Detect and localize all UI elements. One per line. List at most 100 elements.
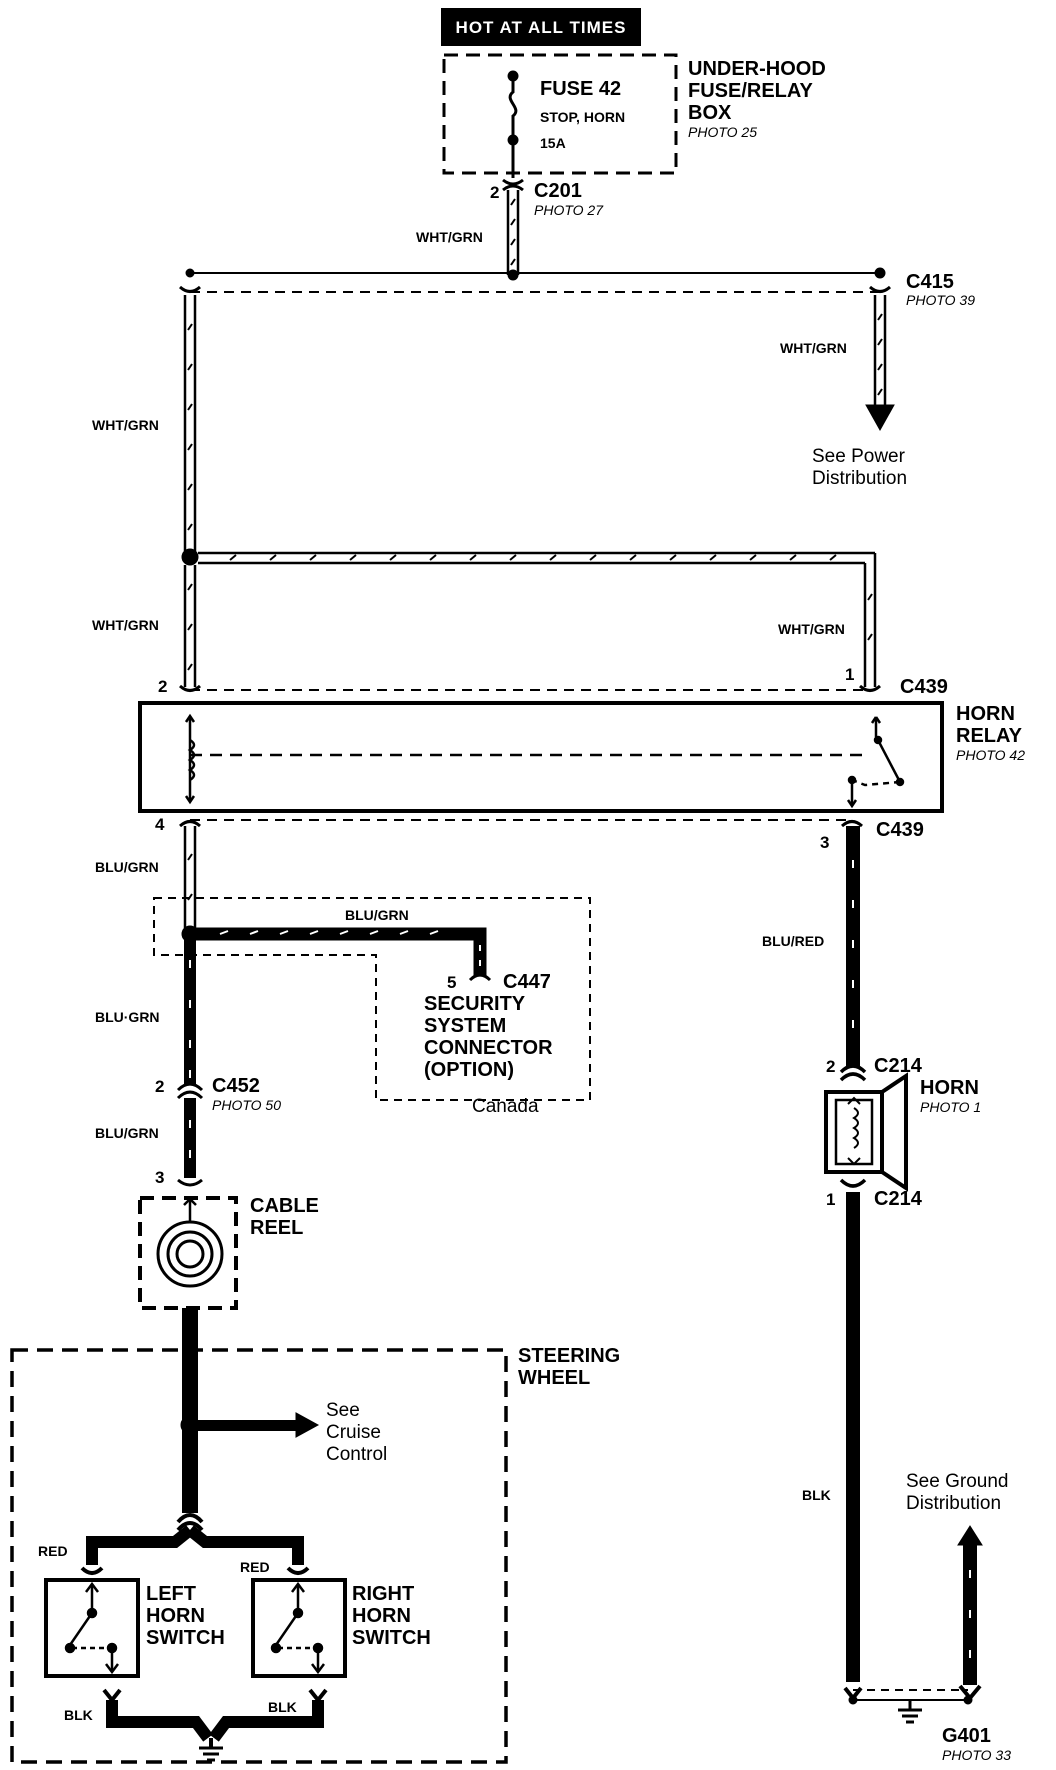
c214-bottom-label: C214 [874, 1188, 923, 1210]
wire-label-red-right: RED [240, 1559, 270, 1575]
fuse-name: FUSE 42 [540, 78, 621, 100]
c439-bottom-label: C439 [876, 819, 924, 841]
horn-title: HORN [920, 1077, 979, 1099]
bus-wht-grn-top [185, 267, 886, 281]
wire-label-wht-grn-1: WHT/GRN [416, 229, 483, 245]
fuse-box-title-3: BOX [688, 102, 732, 124]
c447-pin: 5 [447, 973, 456, 992]
wire-ground-distribution [957, 1525, 983, 1702]
wire-label-blu-grn-1: BLU/GRN [95, 859, 159, 875]
fuse-symbol [507, 70, 519, 178]
horn-relay-title-1: HORN [956, 703, 1015, 725]
fuse-circuit: STOP, HORN [540, 109, 625, 125]
c439-bottom-symbols [178, 820, 864, 828]
wire-label-blu-grn-4: BLU/GRN [95, 1125, 159, 1141]
wire-label-wht-grn-4: WHT/GRN [92, 617, 159, 633]
horn-relay-photo: PHOTO 42 [956, 747, 1025, 763]
c452-photo: PHOTO 50 [212, 1097, 281, 1113]
wire-blu-red [839, 826, 867, 1082]
fuse-box-outline [442, 53, 678, 175]
c415-label: C415 [906, 271, 954, 293]
steering-wheel-box [10, 1348, 508, 1764]
canada-option-box [153, 897, 591, 1101]
steering-title-2: WHEEL [518, 1367, 590, 1389]
fuse-box-photo: PHOTO 25 [688, 124, 757, 140]
left-switch-title-1: LEFT [146, 1583, 196, 1605]
fuse-box-title-2: FUSE/RELAY [688, 80, 814, 102]
c439-top-symbols [178, 684, 882, 692]
right-horn-switch-box [251, 1578, 347, 1678]
right-horn-switch-symbol [270, 1581, 325, 1675]
c447-label: C447 [503, 971, 551, 993]
horn-relay-internals [184, 713, 905, 809]
g401-photo: PHOTO 33 [942, 1747, 1011, 1763]
c439-pin4: 4 [155, 815, 165, 834]
c452-label: C452 [212, 1075, 260, 1097]
wire-label-red-left: RED [38, 1543, 68, 1559]
wire-splice-to-relay-pin1 [181, 548, 877, 687]
c214-top-label: C214 [874, 1055, 923, 1077]
horn-relay-title-2: RELAY [956, 725, 1023, 747]
security-title-1: SECURITY [424, 993, 526, 1015]
cruise-line1: See [326, 1400, 360, 1421]
wire-blu-grn-upper [183, 826, 197, 930]
cruise-line2: Cruise [326, 1422, 381, 1443]
right-switch-title-2: HORN [352, 1605, 411, 1627]
wire-label-blk-right: BLK [268, 1699, 297, 1715]
c201-pin: 2 [490, 183, 499, 202]
hot-label-box [441, 8, 641, 46]
power-dist-line1: See Power [812, 446, 906, 467]
c415-photo: PHOTO 39 [906, 292, 975, 308]
left-switch-title-3: SWITCH [146, 1627, 225, 1649]
wire-label-blu-red: BLU/RED [762, 933, 824, 949]
wire-fuse-to-splice [506, 190, 520, 275]
c201-connector-symbol [502, 178, 524, 192]
wire-blk-horn-ground [843, 1192, 973, 1724]
horn-relay-box [138, 701, 944, 813]
wire-cable-reel-down [176, 1308, 320, 1532]
c439-top-label: C439 [900, 676, 948, 698]
right-switch-title-1: RIGHT [352, 1583, 414, 1605]
fuse-box-title-1: UNDER-HOOD [688, 58, 826, 80]
wire-red-switch-feed [80, 1525, 310, 1575]
c452-pin: 2 [155, 1077, 164, 1096]
wire-blk-switch-ground [102, 1688, 328, 1762]
wire-security-branch [181, 925, 492, 982]
wire-left-wht-grn [183, 295, 197, 557]
c439-pin1: 1 [845, 665, 854, 684]
cable-reel-title-2: REEL [250, 1217, 303, 1239]
cable-reel-symbol [156, 1197, 224, 1288]
wire-label-blk-left: BLK [64, 1707, 93, 1723]
wire-label-blu-grn-3: BLU·GRN [95, 1009, 160, 1025]
c214-pin2: 2 [826, 1057, 835, 1076]
wire-label-wht-grn-2: WHT/GRN [780, 340, 847, 356]
wire-label-wht-grn-3: WHT/GRN [92, 417, 159, 433]
c201-photo: PHOTO 27 [534, 202, 604, 218]
right-switch-title-3: SWITCH [352, 1627, 431, 1649]
power-dist-line2: Distribution [812, 468, 907, 489]
g401-label: G401 [942, 1725, 991, 1747]
left-switch-title-2: HORN [146, 1605, 205, 1627]
c439-pin2: 2 [158, 677, 167, 696]
c201-label: C201 [534, 180, 582, 202]
wire-power-distribution [865, 295, 895, 432]
ground-dist-line2: Distribution [906, 1493, 1001, 1514]
c214-bottom-symbol [839, 1178, 867, 1188]
hot-label: HOT AT ALL TIMES [456, 18, 627, 37]
c415-connector-symbols [178, 285, 892, 293]
security-title-4: (OPTION) [424, 1059, 514, 1081]
left-horn-switch-box [44, 1578, 140, 1678]
ground-dist-line1: See Ground [906, 1471, 1008, 1492]
canada-label: Canada [472, 1096, 539, 1117]
cable-reel-pin: 3 [155, 1168, 164, 1187]
horn-symbol [824, 1072, 908, 1192]
horn-photo: PHOTO 1 [920, 1099, 981, 1115]
c214-pin1: 1 [826, 1190, 835, 1209]
steering-title-1: STEERING [518, 1345, 620, 1367]
fuse-rating: 15A [540, 135, 566, 151]
security-title-3: CONNECTOR [424, 1037, 553, 1059]
wire-label-blk-main: BLK [802, 1487, 831, 1503]
wire-label-blu-grn-2: BLU/GRN [345, 907, 409, 923]
wire-label-wht-grn-5: WHT/GRN [778, 621, 845, 637]
